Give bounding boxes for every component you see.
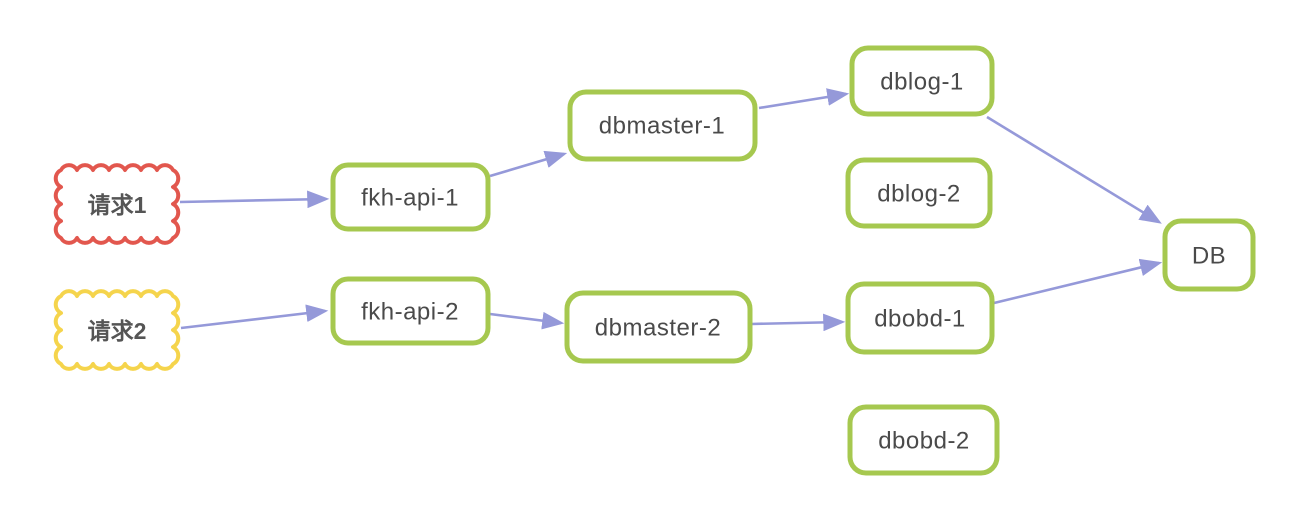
node-request-1: 请求1 bbox=[53, 163, 181, 245]
node-dblog-1-label: dblog-1 bbox=[880, 69, 964, 96]
node-fkh-api-1-box bbox=[330, 162, 491, 232]
node-request-1-label: 请求1 bbox=[88, 192, 147, 218]
node-dbmaster-2-box bbox=[564, 290, 753, 364]
cloud-shape-red bbox=[53, 163, 181, 245]
edge-fkh-api-2-to-dbmaster-2 bbox=[489, 311, 565, 330]
node-request-2: 请求2 bbox=[53, 289, 181, 371]
node-fkh-api-1: fkh-api-1 bbox=[330, 162, 491, 232]
node-dbmaster-1: dbmaster-1 bbox=[567, 89, 758, 162]
node-db: DB bbox=[1162, 218, 1256, 292]
edge-dbobd-1-to-db bbox=[993, 258, 1163, 305]
node-db-box bbox=[1162, 218, 1256, 292]
edges-layer bbox=[179, 88, 1163, 332]
node-request-2-label: 请求2 bbox=[88, 318, 147, 344]
node-dblog-2-label: dblog-2 bbox=[877, 181, 961, 208]
edge-fkh-api-1-to-dbmaster-1 bbox=[489, 150, 568, 178]
edge-dbmaster-1-to-dblog-1 bbox=[758, 88, 850, 110]
node-db-label: DB bbox=[1192, 243, 1226, 270]
edge-dblog-1-to-db bbox=[986, 115, 1162, 224]
edge-request1-to-fkh-api-1 bbox=[179, 190, 330, 209]
node-dbobd-2-label: dbobd-2 bbox=[878, 428, 970, 455]
node-dbobd-2: dbobd-2 bbox=[847, 404, 1000, 476]
node-fkh-api-2-label: fkh-api-2 bbox=[361, 299, 459, 326]
node-fkh-api-2-box bbox=[330, 276, 491, 346]
node-dbobd-1: dbobd-1 bbox=[845, 281, 995, 355]
node-dbobd-1-label: dbobd-1 bbox=[874, 306, 966, 333]
edge-request2-to-fkh-api-2 bbox=[180, 304, 329, 330]
node-dblog-2-box bbox=[845, 157, 993, 229]
node-dblog-2: dblog-2 bbox=[845, 157, 993, 229]
node-dbmaster-2-label: dbmaster-2 bbox=[595, 315, 721, 342]
node-dbmaster-1-label: dbmaster-1 bbox=[599, 113, 725, 140]
node-dbobd-1-box bbox=[845, 281, 995, 355]
node-fkh-api-2: fkh-api-2 bbox=[330, 276, 491, 346]
node-dbmaster-2: dbmaster-2 bbox=[564, 290, 753, 364]
node-dbmaster-1-box bbox=[567, 89, 758, 162]
node-dblog-1-box bbox=[849, 45, 995, 117]
node-dblog-1: dblog-1 bbox=[849, 45, 995, 117]
cloud-shape-yellow bbox=[53, 289, 181, 371]
node-fkh-api-1-label: fkh-api-1 bbox=[361, 185, 459, 212]
edge-dbmaster-2-to-dbobd-1 bbox=[750, 313, 846, 332]
node-dbobd-2-box bbox=[847, 404, 1000, 476]
